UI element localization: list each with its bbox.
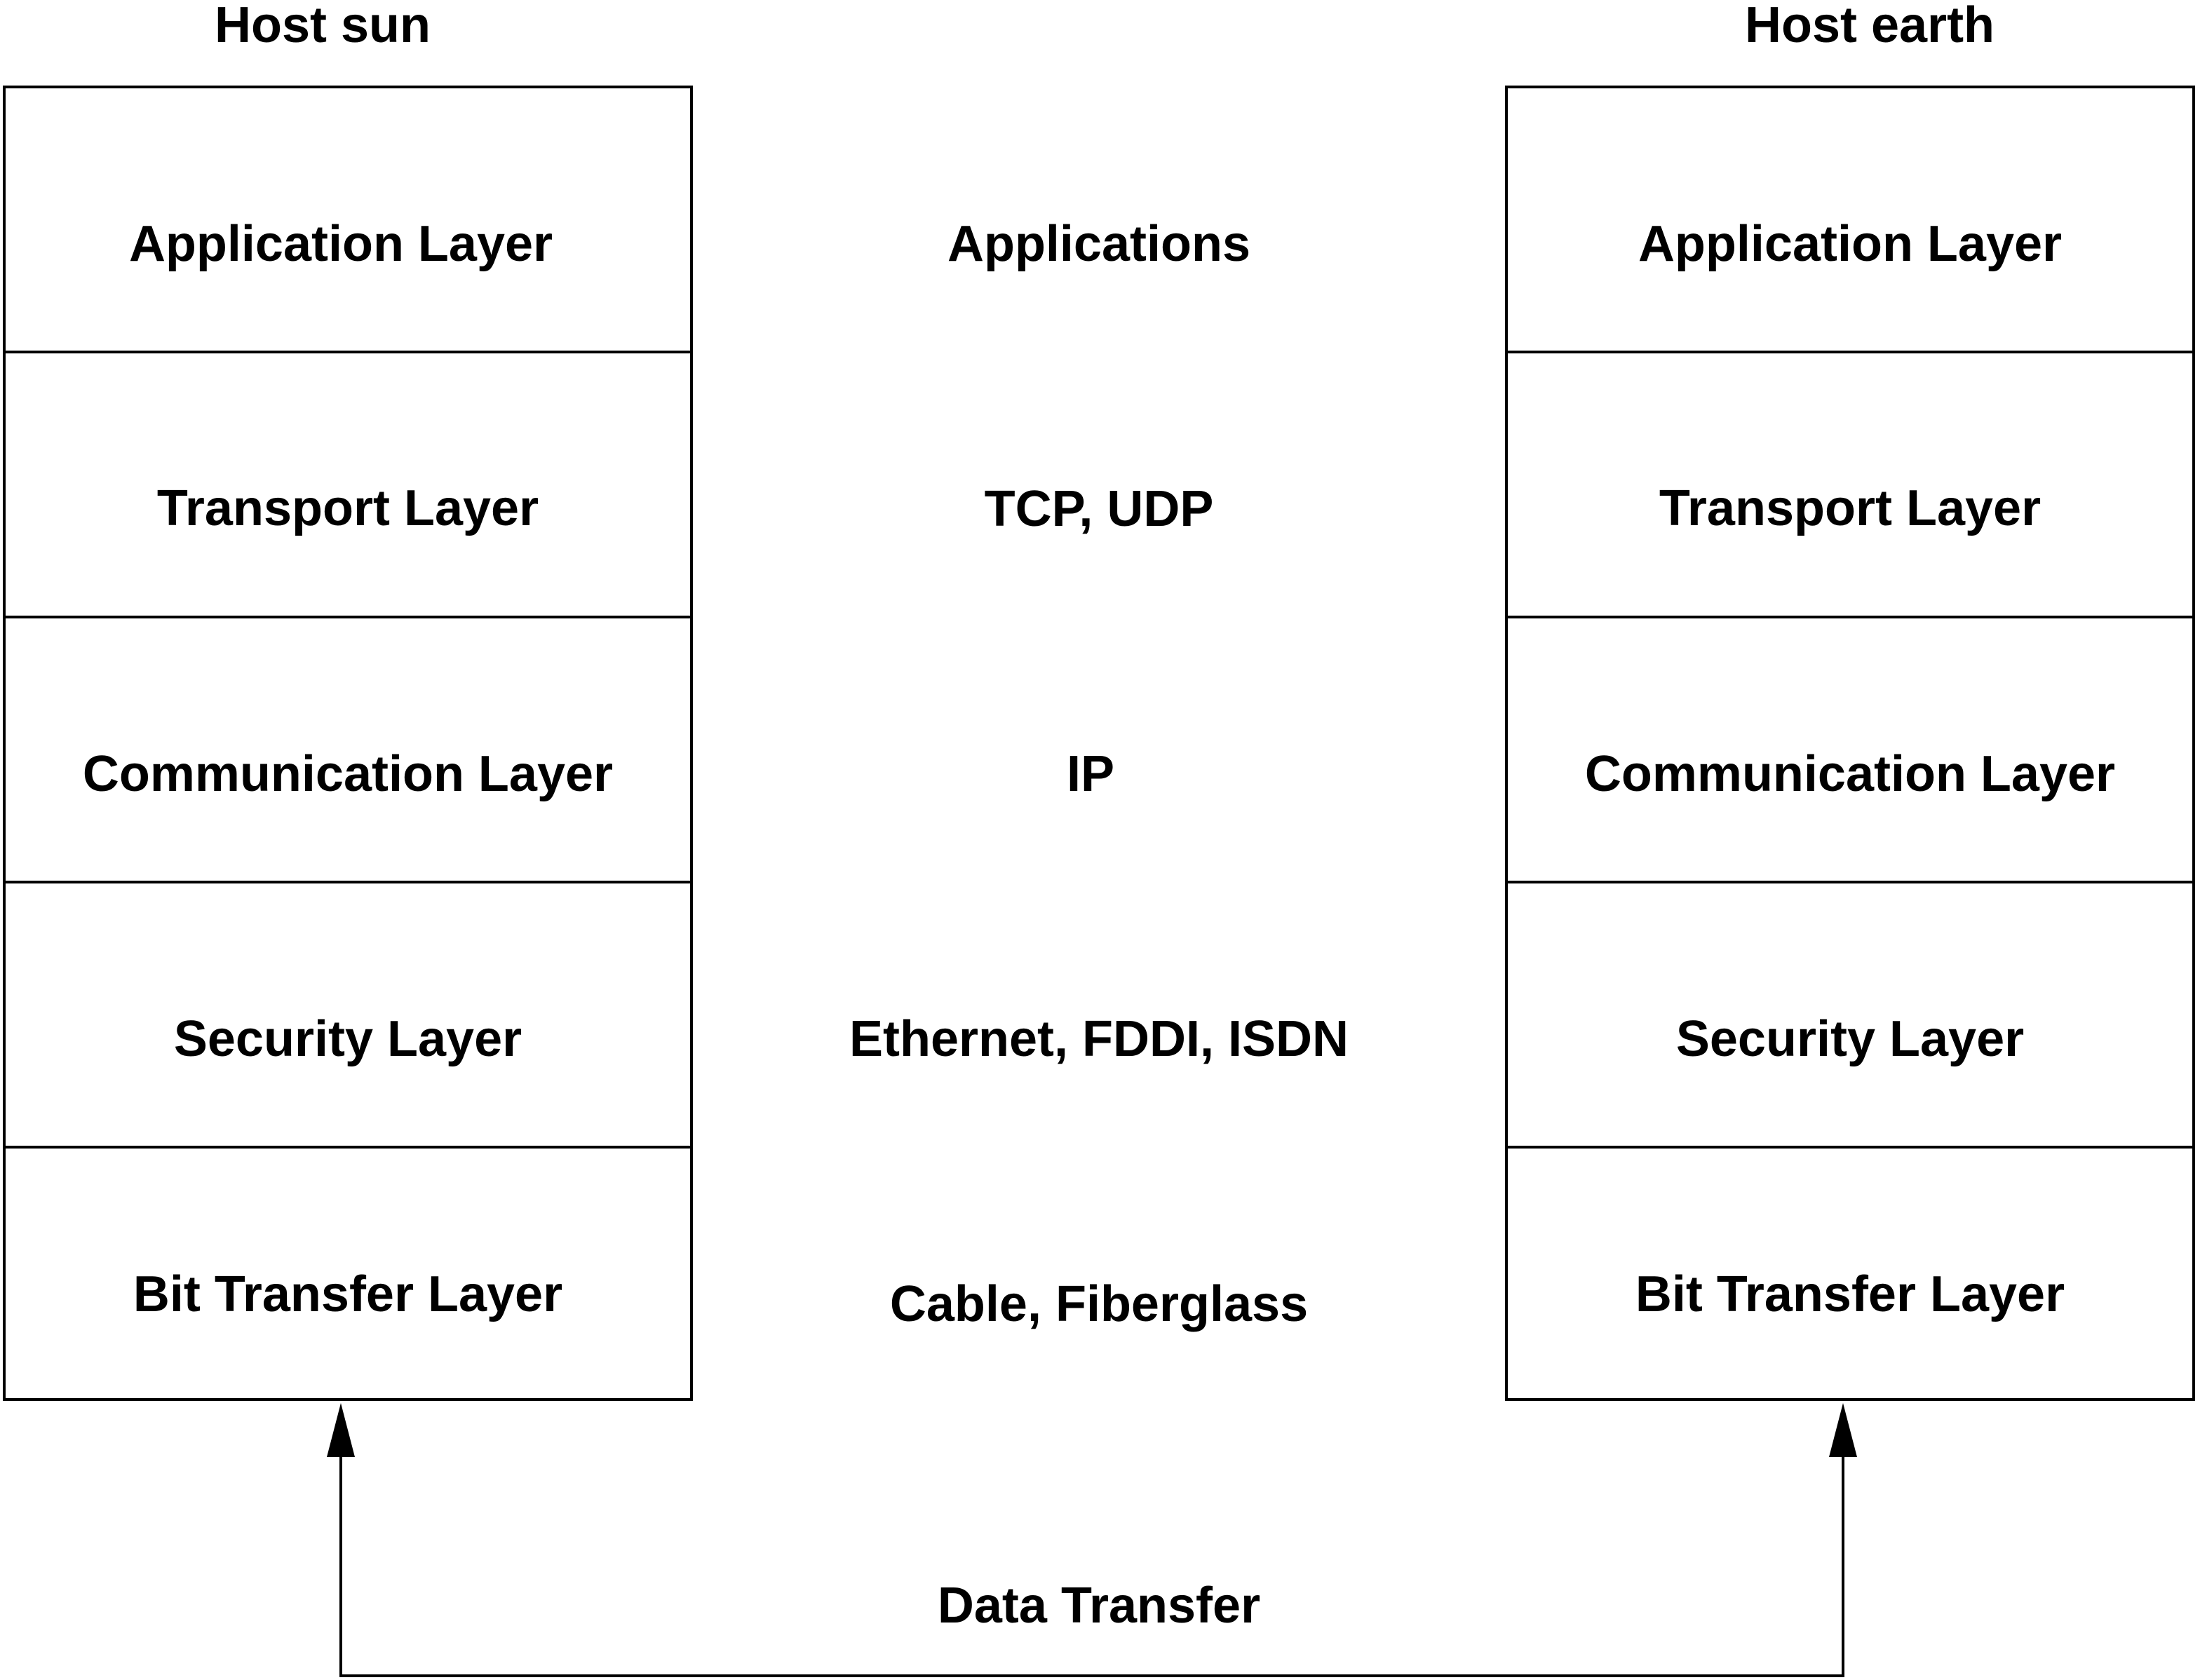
left-layer-label: Bit Transfer Layer bbox=[133, 1266, 563, 1322]
left-layer-label: Security Layer bbox=[173, 1011, 522, 1067]
right-layer-application: Application Layer bbox=[1508, 88, 2192, 353]
right-layer-label: Application Layer bbox=[1638, 216, 2063, 272]
right-layer-stack: Application Layer Transport Layer Commun… bbox=[1505, 86, 2195, 1401]
right-layer-label: Communication Layer bbox=[1584, 746, 2116, 802]
right-layer-security: Security Layer bbox=[1508, 883, 2192, 1149]
right-layer-label: Transport Layer bbox=[1659, 480, 2042, 536]
left-layer-transport: Transport Layer bbox=[6, 353, 690, 618]
left-layer-application: Application Layer bbox=[6, 88, 690, 353]
right-layer-label: Security Layer bbox=[1675, 1011, 2025, 1067]
left-layer-bit-transfer: Bit Transfer Layer bbox=[6, 1149, 690, 1398]
right-layer-transport: Transport Layer bbox=[1508, 353, 2192, 618]
left-layer-stack: Application Layer Transport Layer Commun… bbox=[3, 86, 693, 1401]
right-layer-bit-transfer: Bit Transfer Layer bbox=[1508, 1149, 2192, 1398]
protocol-ethernet-fddi-isdn: Ethernet, FDDI, ISDN bbox=[849, 1011, 1349, 1067]
data-transfer-line bbox=[339, 1421, 1844, 1677]
left-layer-communication: Communication Layer bbox=[6, 618, 690, 883]
data-transfer-label: Data Transfer bbox=[937, 1578, 1261, 1634]
protocol-applications: Applications bbox=[947, 216, 1251, 272]
left-host-title: Host sun bbox=[214, 0, 431, 53]
left-layer-security: Security Layer bbox=[6, 883, 690, 1149]
protocol-cable-fiberglass: Cable, Fiberglass bbox=[889, 1276, 1309, 1332]
right-host-title: Host earth bbox=[1744, 0, 1995, 53]
left-arrowhead-icon bbox=[327, 1403, 355, 1457]
left-layer-label: Application Layer bbox=[128, 216, 553, 272]
protocol-ip: IP bbox=[1066, 746, 1115, 802]
right-layer-communication: Communication Layer bbox=[1508, 618, 2192, 883]
right-arrowhead-icon bbox=[1829, 1403, 1857, 1457]
left-layer-label: Transport Layer bbox=[156, 480, 539, 536]
right-layer-label: Bit Transfer Layer bbox=[1635, 1266, 2065, 1322]
protocol-tcp-udp: TCP, UDP bbox=[984, 481, 1214, 537]
left-layer-label: Communication Layer bbox=[82, 746, 614, 802]
